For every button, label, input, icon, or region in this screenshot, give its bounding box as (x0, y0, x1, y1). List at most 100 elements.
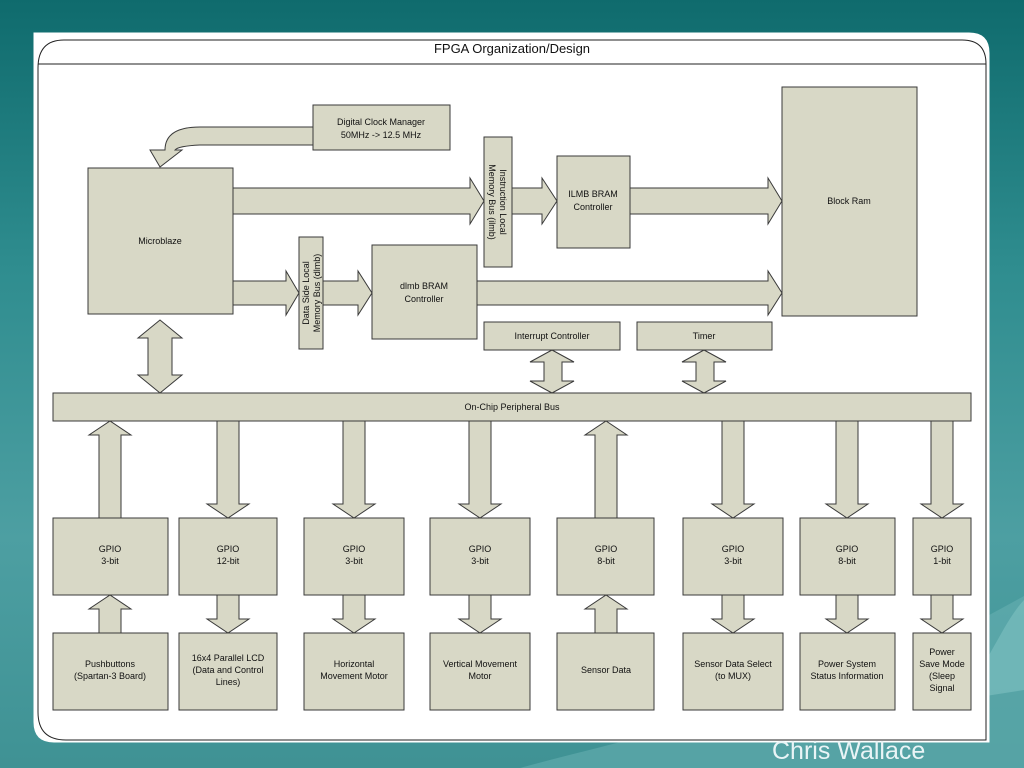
diagram-frame (37, 39, 987, 741)
gpio-label-8-1: GPIO (931, 544, 954, 554)
device-label-7-2: Status Information (810, 671, 883, 681)
gpio-device-arrow-5 (583, 594, 629, 634)
intc-opb-arrow (529, 349, 575, 394)
interrupt-ctrl-label: Interrupt Controller (514, 331, 589, 341)
gpio-label-3-1: GPIO (343, 544, 366, 554)
device-label-8-4: Signal (929, 683, 954, 693)
dlmb-bus-label-1: Data Side Local (301, 261, 311, 325)
gpio-box-8 (912, 517, 972, 596)
microblaze-box (87, 167, 234, 315)
device-label-2-2: (Data and Control (192, 665, 263, 675)
mb-to-dlmb-arrow (232, 269, 300, 317)
opb-label: On-Chip Peripheral Bus (464, 402, 560, 412)
device-label-4-1: Vertical Movement (443, 659, 518, 669)
block-ram-box (781, 86, 918, 317)
device-box-8 (912, 632, 972, 711)
gpio-box-4 (429, 517, 531, 596)
opb-box (52, 392, 972, 422)
gpio-box-2 (178, 517, 278, 596)
device-box-4 (429, 632, 531, 711)
gpio-label-1-1: GPIO (99, 544, 122, 554)
device-label-4-2: Motor (468, 671, 491, 681)
dlmb-ctrl-label-2: Controller (404, 294, 443, 304)
device-box-1 (52, 632, 169, 711)
gpio-box-3 (303, 517, 405, 596)
gpio-boxes (52, 517, 972, 711)
opb-gpio-arrow-7 (824, 420, 870, 519)
gpio-device-arrow-4 (457, 594, 503, 634)
dcm-label-2: 50MHz -> 12.5 MHz (341, 130, 422, 140)
device-label-6-1: Sensor Data Select (694, 659, 772, 669)
device-label-8-2: Save Mode (919, 659, 965, 669)
dlmb-ctrl-box (371, 244, 478, 340)
gpio-device-arrow-2 (205, 594, 251, 634)
device-label-2-3: Lines) (216, 677, 241, 687)
ilmb-to-ctrl-arrow (511, 176, 558, 226)
opb-gpio-arrow-8 (919, 420, 965, 519)
timer-opb-arrow (681, 349, 727, 394)
arrows (136, 126, 783, 394)
gpio-arrows (87, 420, 965, 634)
opb-gpio-arrow-5 (583, 420, 629, 519)
device-box-6 (682, 632, 784, 711)
device-label-3-1: Horizontal (334, 659, 375, 669)
gpio-label-5-2: 8-bit (597, 556, 615, 566)
author-name: Chris Wallace (772, 737, 926, 765)
gpio-box-7 (799, 517, 896, 596)
ilmb-bus-box (483, 136, 513, 268)
opb-gpio-arrow-4 (457, 420, 503, 519)
device-label-1-1: Pushbuttons (85, 659, 136, 669)
mb-to-ilmb-arrow (232, 176, 485, 226)
gpio-label-7-1: GPIO (836, 544, 859, 554)
gpio-label-2-2: 12-bit (217, 556, 240, 566)
block-ram-label: Block Ram (827, 196, 871, 206)
gpio-device-arrow-7 (824, 594, 870, 634)
device-label-8-3: (Sleep (929, 671, 955, 681)
gpio-label-4-1: GPIO (469, 544, 492, 554)
ilmbctrl-to-bram-arrow (629, 176, 783, 226)
gpio-label-4-2: 3-bit (471, 556, 489, 566)
ilmb-bus-label-2: Memory Bus (ilmb) (487, 164, 497, 240)
gpio-label-8-2: 1-bit (933, 556, 951, 566)
gpio-box-5 (556, 517, 655, 596)
gpio-label-2-1: GPIO (217, 544, 240, 554)
background-wave-accent (960, 600, 1024, 700)
device-box-5 (556, 632, 655, 711)
gpio-device-arrow-1 (87, 594, 133, 634)
ilmb-bus-label-1: Instruction Local (498, 169, 508, 235)
device-box-3 (303, 632, 405, 711)
device-label-6-2: (to MUX) (715, 671, 751, 681)
gpio-device-arrow-3 (331, 594, 377, 634)
device-label-1-2: (Spartan-3 Board) (74, 671, 146, 681)
gpio-label-7-2: 8-bit (838, 556, 856, 566)
dcm-clock-arrow (149, 126, 314, 168)
gpio-label-6-2: 3-bit (724, 556, 742, 566)
dlmbctrl-to-bram-arrow (476, 269, 783, 317)
gpio-device-arrow-8 (919, 594, 965, 634)
ilmb-ctrl-box (556, 155, 631, 249)
gpio-box-6 (682, 517, 784, 596)
timer-box (636, 321, 773, 351)
opb-gpio-arrow-3 (331, 420, 377, 519)
ilmb-ctrl-label-2: Controller (573, 202, 612, 212)
gpio-label-6-1: GPIO (722, 544, 745, 554)
opb-gpio-arrow-1 (87, 420, 133, 519)
microblaze-label: Microblaze (138, 236, 182, 246)
dcm-label-1: Digital Clock Manager (337, 117, 425, 127)
gpio-device-arrow-6 (710, 594, 756, 634)
device-label-5-1: Sensor Data (581, 665, 631, 675)
dcm-box (312, 104, 451, 151)
dlmb-bus-label-2: Memory Bus (dlmb) (312, 254, 322, 333)
device-label-3-2: Movement Motor (320, 671, 388, 681)
device-label-7-1: Power System (818, 659, 876, 669)
dlmb-ctrl-label-1: dlmb BRAM (400, 281, 448, 291)
interrupt-ctrl-box (483, 321, 621, 351)
mb-opb-arrow (136, 319, 184, 394)
timer-label: Timer (693, 331, 716, 341)
device-label-8-1: Power (929, 647, 955, 657)
gpio-label-1-2: 3-bit (101, 556, 119, 566)
gpio-box-1 (52, 517, 169, 596)
dlmb-bus-box (298, 236, 324, 350)
